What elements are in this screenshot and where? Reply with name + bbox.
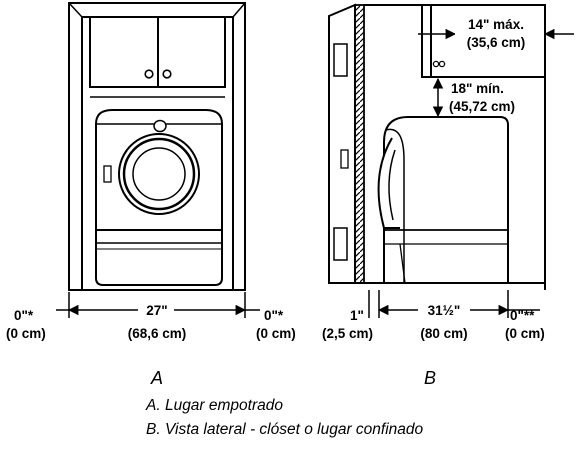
control-knob [153, 119, 167, 133]
b-front-clearance-cm: (2,5 cm) [322, 326, 373, 341]
figure-b-closet: 14" máx. (35,6 cm) 18" mín. (45,72 cm) 1… [322, 3, 574, 388]
wall-section [354, 4, 365, 284]
a-right-clearance-cm: (0 cm) [256, 326, 296, 341]
b-cabinet-gap: 18" mín. [451, 81, 504, 96]
a-left-clearance: 0"* [14, 308, 34, 323]
b-cabinet-depth-cm: (35,6 cm) [467, 35, 526, 50]
b-cabinet-depth: 14" máx. [468, 17, 524, 32]
door-glass [132, 147, 186, 201]
door-knob [340, 149, 349, 169]
b-depth-cm: (80 cm) [420, 326, 467, 341]
dimension-line-b [368, 290, 540, 320]
cabinet-knob [144, 69, 154, 79]
b-rear-clearance-cm: (0 cm) [505, 326, 545, 341]
dimension-line-a [56, 292, 260, 320]
b-rear-clearance: 0"** [510, 308, 535, 323]
cabinet-knob [162, 69, 172, 79]
b-depth: 31½" [428, 303, 461, 318]
figure-a-label: A [150, 368, 163, 388]
b-front-clearance: 1" [350, 308, 364, 323]
pedestal [95, 229, 223, 286]
figure-a-alcove: 0"* (0 cm) 27" (68,6 cm) 0"* (0 cm) A [6, 2, 296, 388]
washer-side [377, 116, 509, 284]
legend-a: A. Lugar empotrado [146, 397, 284, 414]
door-hinge [333, 43, 348, 77]
wall-cabinet [89, 16, 226, 88]
legend-b: B. Vista lateral - clóset o lugar confin… [146, 421, 424, 438]
door-handle [103, 165, 112, 183]
a-width-cm: (68,6 cm) [128, 326, 187, 341]
a-width: 27" [146, 303, 167, 318]
a-right-clearance: 0"* [264, 308, 284, 323]
figure-b-label: B [424, 368, 436, 388]
door-hinge [333, 227, 348, 261]
washer-front [95, 109, 223, 286]
a-left-clearance-cm: (0 cm) [6, 326, 46, 341]
b-cabinet-gap-cm: (45,72 cm) [449, 99, 515, 114]
